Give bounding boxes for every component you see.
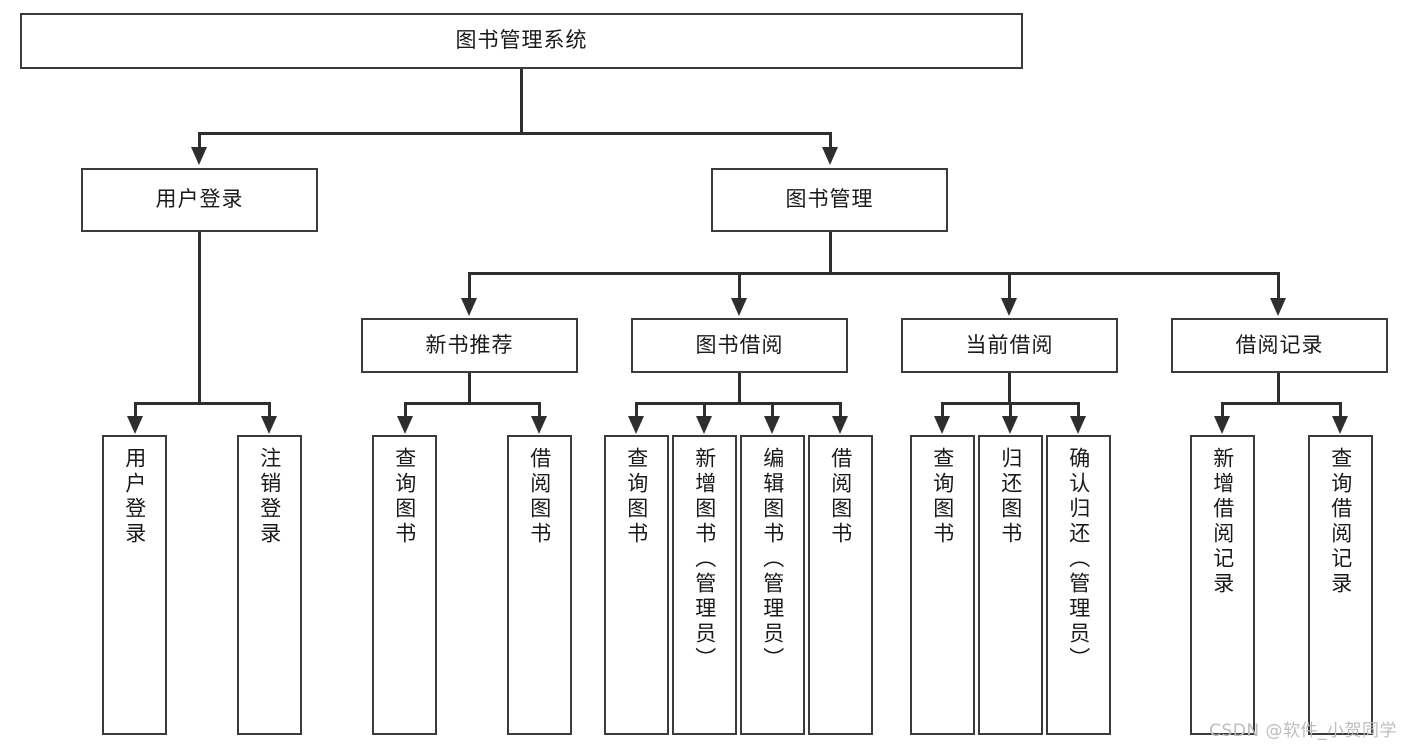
edge-bookborrow-drop-1 (635, 402, 638, 418)
leaf-label: 查询图书 (392, 447, 417, 547)
leaf-query-book-borrow[interactable]: 查询图书 (604, 435, 669, 735)
arrowhead-to-leaf-add-record (1214, 416, 1230, 434)
arrowhead-to-leaf-query-book-1 (397, 416, 413, 434)
edge-root-drop-2 (829, 132, 832, 149)
arrowhead-to-book-manage (822, 147, 838, 165)
edge-currentborrow-stem (1008, 373, 1011, 405)
leaf-return-book[interactable]: 归还图书 (978, 435, 1043, 735)
leaf-label: 新增借阅记录 (1210, 447, 1235, 597)
node-current-borrow[interactable]: 当前借阅 (901, 318, 1118, 373)
edge-currentborrow-drop-2 (1009, 402, 1012, 418)
arrowhead-to-current-borrow (1001, 298, 1017, 316)
arrowhead-to-leaf-borrow-book-2 (832, 416, 848, 434)
edge-userlogin-drop-2 (268, 402, 271, 418)
arrowhead-to-new-book (461, 298, 477, 316)
edge-newbook-drop-1 (404, 402, 407, 418)
leaf-query-borrow-record[interactable]: 查询借阅记录 (1308, 435, 1373, 735)
arrowhead-to-leaf-edit-book (764, 416, 780, 434)
node-user-login[interactable]: 用户登录 (81, 168, 318, 232)
edge-bookmanage-drop-4 (1277, 272, 1280, 300)
edge-currentborrow-drop-1 (941, 402, 944, 418)
edge-bookmanage-drop-2 (738, 272, 741, 300)
edge-userlogin-stem (198, 232, 201, 405)
arrowhead-to-leaf-return-book (1002, 416, 1018, 434)
watermark: CSDN @软件_小贺同学 (1209, 721, 1397, 741)
node-label: 图书管理系统 (455, 28, 588, 53)
node-book-manage[interactable]: 图书管理 (711, 168, 948, 232)
edge-borrowrecord-stem (1277, 373, 1280, 405)
arrowhead-to-leaf-borrow-book-1 (531, 416, 547, 434)
node-label: 图书管理 (785, 187, 874, 212)
leaf-borrow-book-newbook[interactable]: 借阅图书 (507, 435, 572, 735)
leaf-edit-book-admin[interactable]: 编辑图书（管理员） (740, 435, 805, 735)
leaf-label: 确认归还（管理员） (1066, 447, 1091, 672)
node-new-book-recommend[interactable]: 新书推荐 (361, 318, 578, 373)
arrowhead-to-leaf-query-book-3 (934, 416, 950, 434)
edge-bookmanage-stem (829, 232, 832, 275)
leaf-label: 新增图书（管理员） (692, 447, 717, 672)
edge-userlogin-bus (134, 402, 270, 405)
leaf-label: 编辑图书（管理员） (760, 447, 785, 672)
leaf-borrow-book-borrow[interactable]: 借阅图书 (808, 435, 873, 735)
node-label: 新书推荐 (425, 332, 514, 357)
arrowhead-to-book-borrow (731, 298, 747, 316)
edge-newbook-bus (404, 402, 540, 405)
edge-bookborrow-drop-2 (703, 402, 706, 418)
node-root-system[interactable]: 图书管理系统 (20, 13, 1023, 69)
leaf-confirm-return-admin[interactable]: 确认归还（管理员） (1046, 435, 1111, 735)
leaf-label: 查询借阅记录 (1328, 447, 1353, 597)
arrowhead-to-borrow-record (1270, 298, 1286, 316)
node-label: 借阅记录 (1235, 332, 1324, 357)
leaf-label: 查询图书 (624, 447, 649, 547)
edge-root-stem (520, 69, 523, 134)
edge-bookborrow-stem (738, 373, 741, 405)
edge-bookmanage-drop-3 (1008, 272, 1011, 300)
node-label: 当前借阅 (965, 332, 1054, 357)
leaf-label: 查询图书 (930, 447, 955, 547)
edge-bookborrow-drop-4 (839, 402, 842, 418)
leaf-label: 归还图书 (998, 447, 1023, 547)
leaf-label: 用户登录 (122, 447, 147, 547)
leaf-label: 注销登录 (257, 447, 282, 547)
leaf-query-book-current[interactable]: 查询图书 (910, 435, 975, 735)
leaf-add-borrow-record[interactable]: 新增借阅记录 (1190, 435, 1255, 735)
edge-borrowrecord-drop-1 (1221, 402, 1224, 418)
edge-bookmanage-drop-1 (468, 272, 471, 300)
node-label: 图书借阅 (695, 332, 784, 357)
edge-currentborrow-drop-3 (1077, 402, 1080, 418)
leaf-user-login[interactable]: 用户登录 (102, 435, 167, 735)
arrowhead-to-leaf-add-book (696, 416, 712, 434)
edge-newbook-stem (468, 373, 471, 405)
arrowhead-to-leaf-logout (261, 416, 277, 434)
arrowhead-to-user-login (191, 147, 207, 165)
leaf-query-book-newbook[interactable]: 查询图书 (372, 435, 437, 735)
edge-borrowrecord-bus (1221, 402, 1341, 405)
edge-root-drop-1 (198, 132, 201, 149)
leaf-label: 借阅图书 (828, 447, 853, 547)
edge-borrowrecord-drop-2 (1339, 402, 1342, 418)
edge-bookborrow-drop-3 (771, 402, 774, 418)
edge-root-bus (198, 132, 832, 135)
arrowhead-to-leaf-query-book-2 (628, 416, 644, 434)
leaf-add-book-admin[interactable]: 新增图书（管理员） (672, 435, 737, 735)
edge-bookmanage-bus (468, 272, 1280, 275)
node-book-borrow[interactable]: 图书借阅 (631, 318, 848, 373)
edge-userlogin-drop-1 (134, 402, 137, 418)
arrowhead-to-leaf-query-record (1332, 416, 1348, 434)
arrowhead-to-leaf-confirm-return (1070, 416, 1086, 434)
edge-bookborrow-bus (635, 402, 841, 405)
node-label: 用户登录 (155, 187, 244, 212)
arrowhead-to-leaf-user-login (127, 416, 143, 434)
edge-newbook-drop-2 (538, 402, 541, 418)
leaf-logout[interactable]: 注销登录 (237, 435, 302, 735)
node-borrow-record[interactable]: 借阅记录 (1171, 318, 1388, 373)
leaf-label: 借阅图书 (527, 447, 552, 547)
